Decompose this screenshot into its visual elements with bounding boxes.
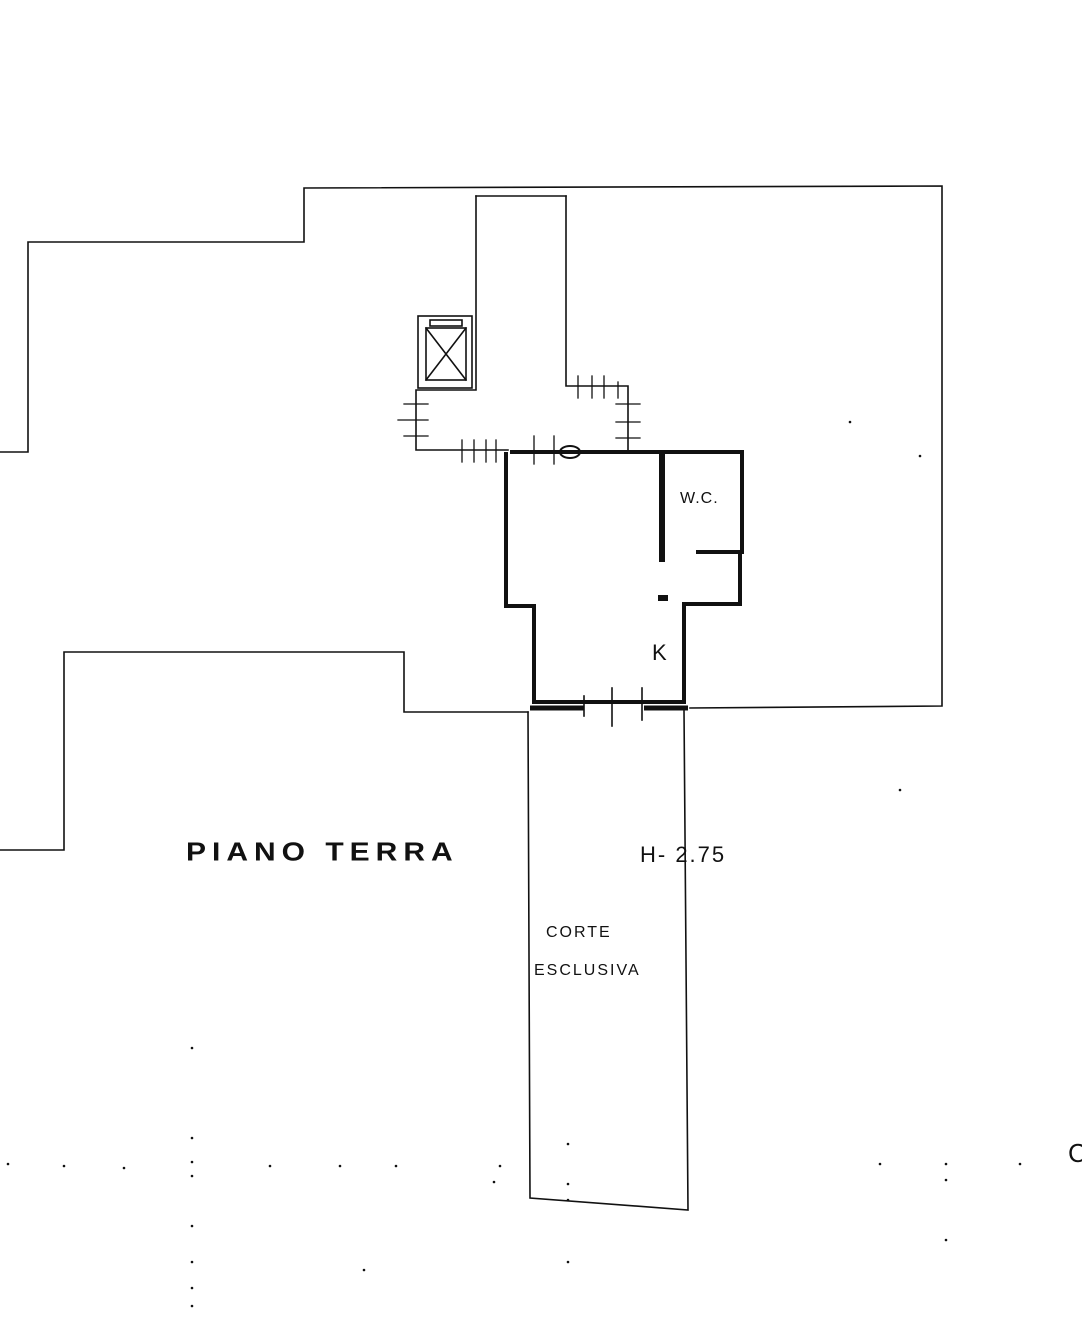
stair-ticks	[397, 375, 641, 465]
survey-dots	[6, 420, 1022, 1308]
lift-shaft	[417, 315, 473, 389]
floor-title: PIANO TERRA	[186, 838, 459, 867]
boundary-lower-left	[0, 651, 529, 851]
edge-letter-fragment: C	[1068, 1138, 1082, 1168]
apartment-walls	[504, 450, 744, 704]
ceiling-height-note: H- 2.75	[640, 842, 727, 867]
courtyard-label-line1: CORTE	[546, 924, 612, 941]
stair-corridor-right	[565, 195, 629, 451]
courtyard-label-line2: ESCLUSIVA	[534, 962, 641, 979]
boundary-upper-left	[0, 185, 943, 709]
courtyard-door-ticks	[583, 687, 643, 727]
stair-corridor	[415, 195, 509, 451]
room-label-kitchen: K	[652, 640, 668, 665]
room-label-wc: W.C.	[680, 490, 719, 507]
window-marker	[559, 445, 581, 459]
courtyard-outline	[527, 709, 689, 1211]
